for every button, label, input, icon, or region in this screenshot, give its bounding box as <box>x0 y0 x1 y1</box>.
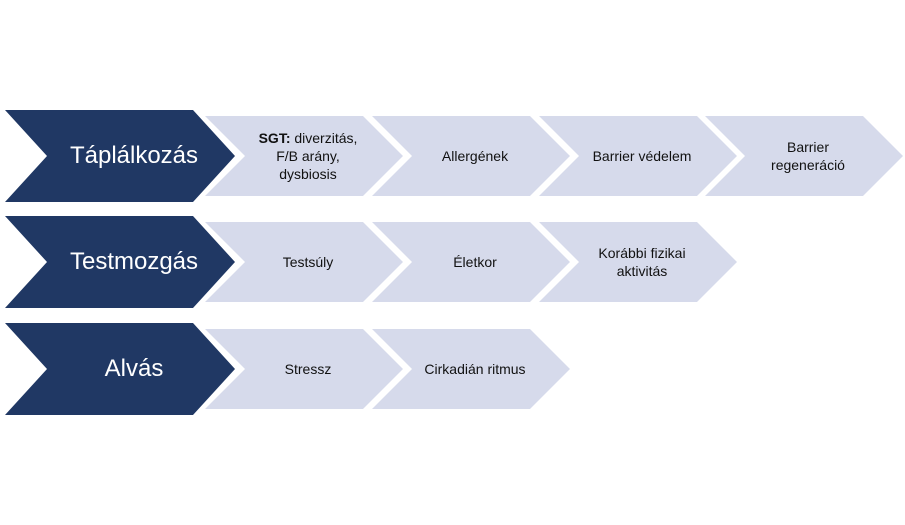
step-label: Korábbi fizikai aktivitás <box>598 245 686 279</box>
step-label-bold: SGT: <box>258 130 291 146</box>
step-label: Allergének <box>441 148 509 164</box>
step-label: Életkor <box>453 254 497 270</box>
step-label: Testsúly <box>282 254 334 270</box>
category-label: Alvás <box>104 355 164 382</box>
category-taplalkozas: Táplálkozás <box>5 110 235 202</box>
step-label: SGT: diverzitás, F/B arány, dysbiosis <box>249 129 367 183</box>
category-alvas: Alvás <box>5 323 235 415</box>
category-testmozgas: Testmozgás <box>5 216 235 308</box>
step-label: Cirkadián ritmus <box>424 361 526 377</box>
step-label: Stressz <box>284 361 332 377</box>
step-label: Barrier védelem <box>592 148 692 164</box>
category-label: Testmozgás <box>69 248 199 275</box>
step-label-text: diverzitás, F/B arány, dysbiosis <box>276 130 358 182</box>
category-label: Táplálkozás <box>69 142 199 169</box>
step-korabbi-fizikai-aktivitas: Korábbi fizikai aktivitás <box>539 222 737 302</box>
step-label: Barrier regeneráció <box>771 139 845 173</box>
